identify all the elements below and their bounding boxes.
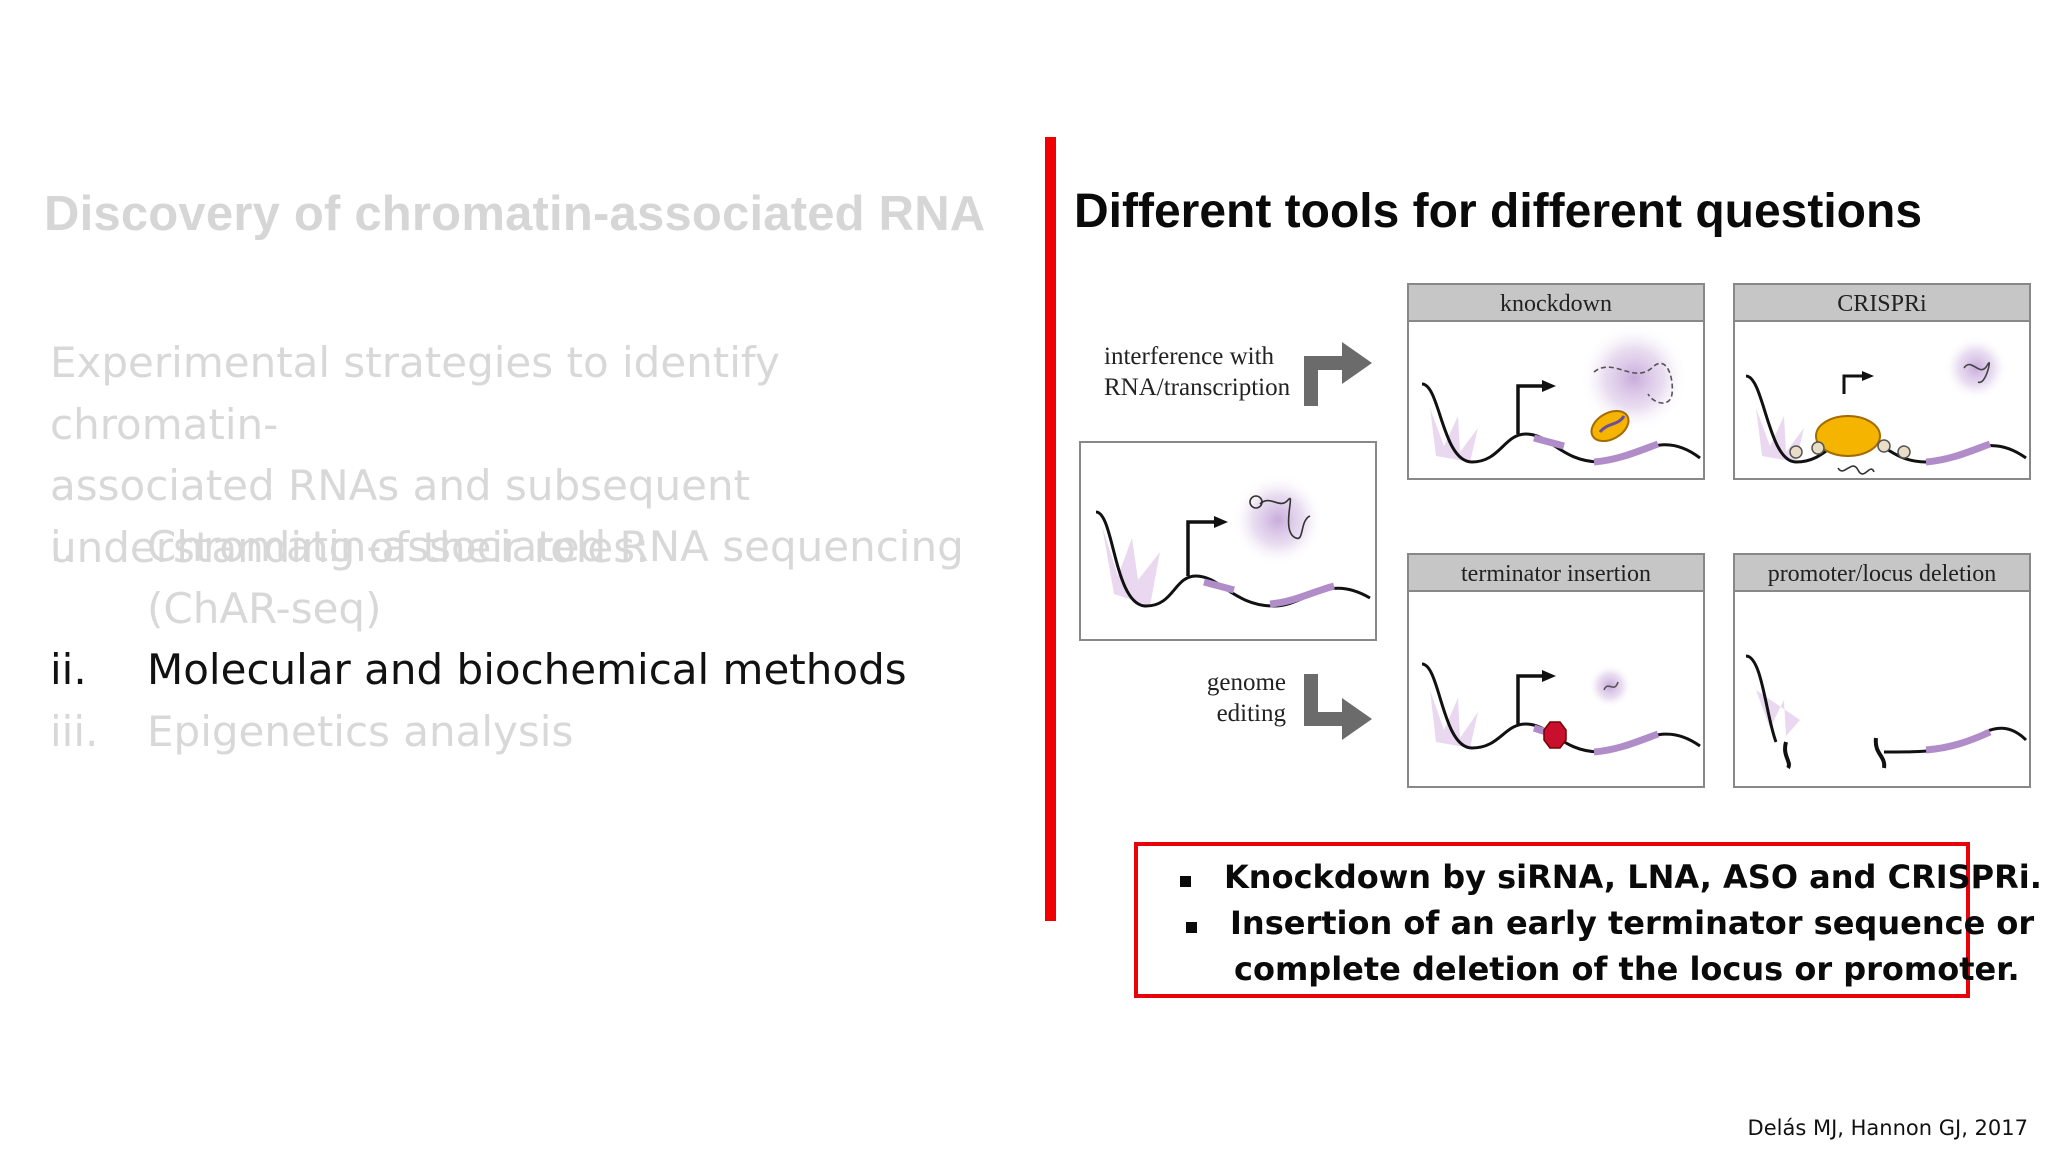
red-divider [1045,137,1056,921]
list-text: Epigenetics analysis [147,701,1010,763]
callout-bullet-2-line-2: complete deletion of the locus or promot… [1234,950,2020,988]
tools-figure: interference with RNA/transcription geno… [1079,283,2031,788]
panel-promoter-locus-deletion: promoter/locus deletion [1733,553,2031,788]
bullet-square-icon [1186,922,1197,933]
list-text-line: Molecular and biochemical methods [147,645,907,694]
panel-title: promoter/locus deletion [1768,561,1997,587]
callout-bullet-1: Knockdown by siRNA, LNA, ASO and CRISPRi… [1224,858,2042,896]
panel-crispri: CRISPRi [1733,283,2031,480]
label-interference: interference with [1104,343,1275,370]
list-text-line: Epigenetics analysis [147,706,574,756]
citation: Delás MJ, Hannon GJ, 2017 [1747,1116,2028,1140]
terminator-stop-icon [1543,721,1567,749]
promoter-arrow-icon [1542,380,1556,392]
intro-line: understanding of their roles: [50,522,650,572]
bullet-square-icon [1180,876,1191,887]
panel-terminator-insertion: terminator insertion [1407,553,1705,788]
panel-knockdown: knockdown [1407,283,1705,480]
summary-callout: Knockdown by siRNA, LNA, ASO and CRISPRi… [1134,842,2042,998]
arrow-down-right-icon [1304,674,1372,740]
baseline-panel [1079,441,1377,641]
list-text: Molecular and biochemical methods [147,639,1010,701]
label-genome: genome [1207,669,1286,696]
list-item-molecular-methods: ii. Molecular and biochemical methods [50,639,1010,701]
panel-title: CRISPRi [1837,291,1927,317]
arrow-up-right-icon [1304,342,1372,406]
panel-title: knockdown [1500,291,1612,317]
intro-line: Experimental strategies to identify chro… [50,338,780,449]
list-number: i. [50,522,76,571]
strategy-list: i. Chromatin-associated RNA sequencing (… [50,516,1010,762]
rna-squiggle [1259,497,1311,540]
label-transcription: RNA/transcription [1104,374,1291,401]
list-text-line: (ChAR-seq) [147,583,382,633]
label-editing: editing [1217,700,1287,727]
intro-line: associated RNAs and subsequent [50,461,751,510]
intro-text: Experimental strategies to identify chro… [50,332,1010,578]
dcas9-complex [1815,415,1881,457]
promoter-arrow-icon [1214,516,1228,528]
list-text-line: Chromatin-associated RNA sequencing [147,522,964,571]
degraded-rna [1593,362,1674,404]
panel-title: terminator insertion [1461,561,1651,587]
right-title: Different tools for different questions [1074,185,1923,238]
list-number: iii. [50,706,99,756]
list-item-epigenetics: iii. Epigenetics analysis [50,701,1010,763]
promoter-arrow-icon [1542,670,1556,682]
list-text: Chromatin-associated RNA sequencing (ChA… [147,516,1010,639]
list-number: ii. [50,645,87,694]
list-item-char-seq: i. Chromatin-associated RNA sequencing (… [50,516,1010,639]
chromatin-loop [1102,526,1160,606]
callout-bullet-2-line-1: Insertion of an early terminator sequenc… [1230,904,2035,942]
left-title: Discovery of chromatin-associated RNA [44,187,986,241]
